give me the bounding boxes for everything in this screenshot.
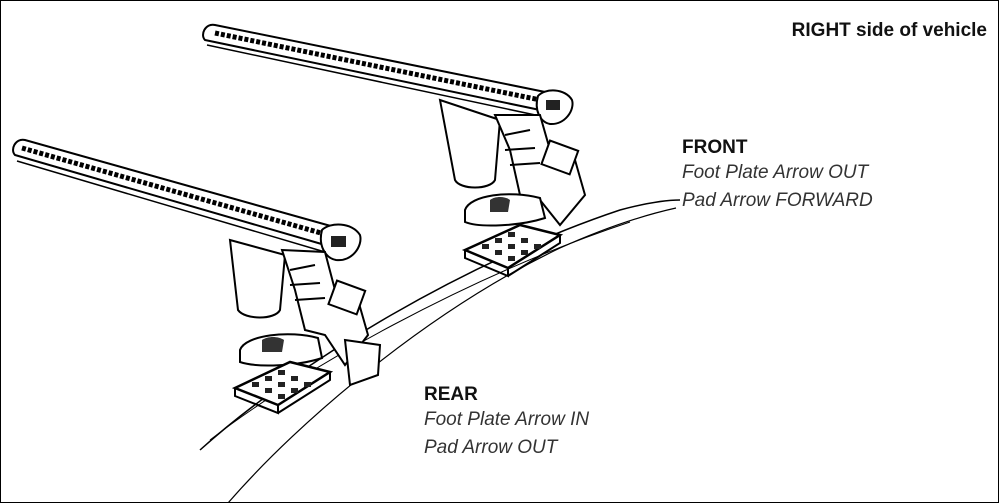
front-heading: FRONT (682, 137, 748, 158)
rear-callout: REAR Foot Plate Arrow IN Pad Arrow OUT (424, 384, 589, 462)
rear-foot-plate-note: Foot Plate Arrow IN (424, 409, 590, 430)
front-crossbar (202, 23, 574, 126)
roof-outer-line (227, 207, 677, 503)
roof-edge-line-2 (209, 221, 631, 441)
rear-tower (228, 238, 382, 415)
rear-pad-note: Pad Arrow OUT (424, 437, 558, 458)
rear-heading: REAR (424, 384, 478, 405)
front-callout: FRONT Foot Plate Arrow OUT Pad Arrow FOR… (682, 137, 873, 215)
front-tower (438, 98, 587, 278)
vehicle-side-label: RIGHT side of vehicle (791, 20, 987, 41)
front-pad-note: Pad Arrow FORWARD (682, 190, 873, 211)
front-foot-plate-note: Foot Plate Arrow OUT (682, 162, 869, 183)
rear-crossbar (12, 138, 362, 262)
